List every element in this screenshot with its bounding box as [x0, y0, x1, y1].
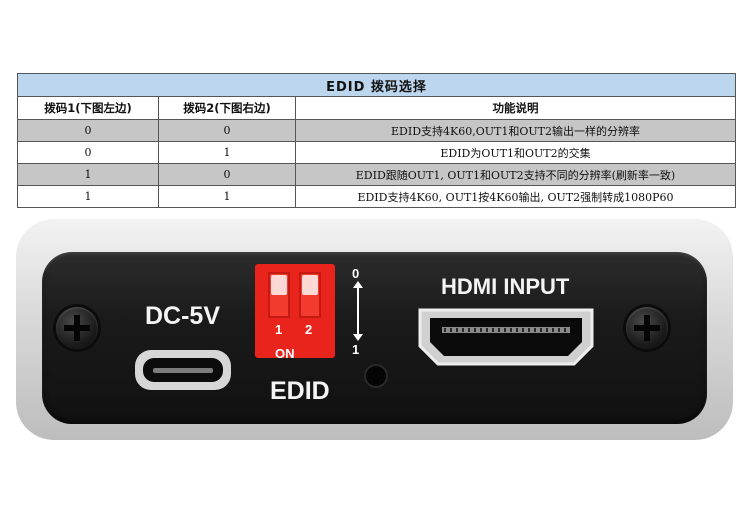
table-header-row: 拨码1(下图左边) 拨码2(下图右边) 功能说明 — [17, 96, 736, 120]
header-dip1: 拨码1(下图左边) — [17, 96, 159, 120]
updown-arrow-icon — [353, 281, 363, 341]
dip-position-1-label: 1 — [352, 342, 360, 357]
dip-switch-1-label: 1 — [275, 322, 283, 337]
dc-power-label: DC-5V — [145, 302, 221, 330]
dip-switch-2-label: 2 — [305, 322, 313, 337]
right-screw-icon — [626, 307, 668, 349]
hdmi-port-icon — [418, 308, 594, 366]
table-title: EDID 拨码选择 — [17, 73, 736, 97]
header-function: 功能说明 — [295, 96, 736, 120]
hdmi-input-label: HDMI INPUT — [441, 274, 570, 299]
cell-function: EDID为OUT1和OUT2的交集 — [295, 141, 736, 164]
table-row: 0 0 EDID支持4K60,OUT1和OUT2输出一样的分辨率 — [17, 119, 736, 142]
left-screw-icon — [56, 307, 98, 349]
cell-dip1: 0 — [17, 119, 159, 142]
cell-dip2: 0 — [158, 163, 296, 186]
indicator-hole — [366, 366, 386, 386]
cell-dip1: 1 — [17, 163, 159, 186]
header-dip2: 拨码2(下图右边) — [158, 96, 296, 120]
table-row: 1 1 EDID支持4K60, OUT1按4K60输出, OUT2强制转成108… — [17, 185, 736, 208]
table-row: 0 1 EDID为OUT1和OUT2的交集 — [17, 141, 736, 164]
cell-function: EDID跟随OUT1, OUT1和OUT2支持不同的分辨率(刷新率一致) — [295, 163, 736, 186]
cell-function: EDID支持4K60, OUT1按4K60输出, OUT2强制转成1080P60 — [295, 185, 736, 208]
cell-dip1: 0 — [17, 141, 159, 164]
dip-switch[interactable]: 1 2 ON — [255, 264, 335, 358]
cell-function: EDID支持4K60,OUT1和OUT2输出一样的分辨率 — [295, 119, 736, 142]
cell-dip2: 1 — [158, 141, 296, 164]
cell-dip2: 0 — [158, 119, 296, 142]
device-photo — [16, 219, 733, 440]
cell-dip2: 1 — [158, 185, 296, 208]
edid-label: EDID — [270, 377, 330, 405]
cell-dip1: 1 — [17, 185, 159, 208]
dc-power-port — [135, 350, 231, 390]
edid-dip-table: EDID 拨码选择 拨码1(下图左边) 拨码2(下图右边) 功能说明 0 0 E… — [17, 73, 736, 208]
dip-on-label: ON — [275, 346, 295, 358]
dip-switch-1[interactable] — [268, 272, 290, 318]
device-panel — [42, 252, 707, 424]
dip-position-0-label: 0 — [352, 266, 360, 281]
dip-switch-2[interactable] — [299, 272, 321, 318]
table-row: 1 0 EDID跟随OUT1, OUT1和OUT2支持不同的分辨率(刷新率一致) — [17, 163, 736, 186]
